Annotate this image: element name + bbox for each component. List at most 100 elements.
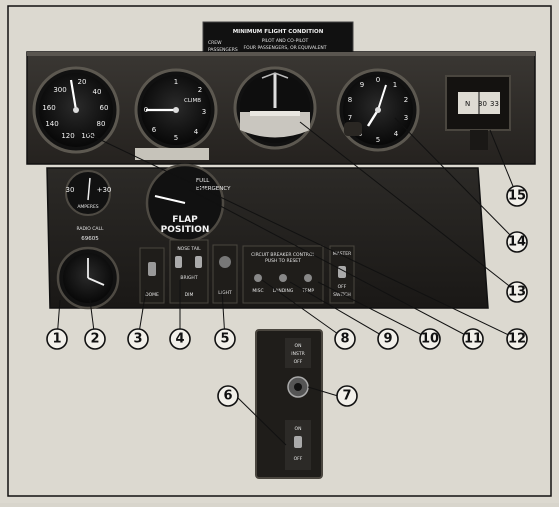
svg-text:4: 4 [394, 130, 399, 138]
altimeter-gauge: 0 1 2 3 4 5 6 7 8 9 [336, 68, 420, 152]
svg-text:CIRCUIT BREAKER CONTROL: CIRCUIT BREAKER CONTROL [251, 252, 315, 258]
svg-text:LIGHT: LIGHT [218, 290, 232, 296]
ammeter-gauge: 30 +30 AMPERES [65, 170, 112, 216]
svg-text:3: 3 [202, 108, 206, 116]
svg-text:POSITION: POSITION [161, 225, 210, 235]
attitude-indicator [233, 66, 317, 150]
sub-panel: ON INSTR OFF ON OFF [255, 329, 323, 479]
svg-text:DOME: DOME [145, 292, 159, 298]
landing-light-breaker[interactable] [279, 274, 287, 282]
callout-leader-lines [56, 117, 518, 446]
placard-line-1: PILOT AND CO-PILOT [262, 38, 309, 44]
callout-5: 5 [214, 328, 236, 350]
svg-text:7: 7 [342, 389, 351, 404]
svg-text:FLAP: FLAP [172, 215, 198, 225]
svg-text:0: 0 [376, 76, 380, 84]
svg-text:ON: ON [295, 343, 302, 349]
svg-text:4: 4 [194, 128, 199, 136]
climb-label: CLIMB [184, 98, 201, 104]
svg-text:12: 12 [508, 332, 526, 347]
svg-text:100: 100 [81, 132, 94, 140]
svg-text:MASTER: MASTER [333, 251, 352, 257]
compass: N 30 33 [445, 75, 511, 150]
svg-text:7: 7 [348, 114, 352, 122]
svg-text:ON: ON [295, 426, 302, 432]
svg-text:1: 1 [393, 81, 397, 89]
callout-3: 3 [127, 328, 149, 350]
svg-text:5: 5 [174, 134, 178, 142]
svg-text:300: 300 [53, 86, 66, 94]
callout-2: 2 [84, 328, 106, 350]
light-switch[interactable]: LIGHT [212, 244, 238, 304]
svg-text:PUSH TO RESET: PUSH TO RESET [265, 258, 301, 264]
svg-text:5: 5 [376, 136, 380, 144]
svg-text:PASSENGERS: PASSENGERS [208, 47, 238, 53]
callout-13: 13 [506, 281, 528, 303]
svg-text:2: 2 [198, 86, 202, 94]
svg-text:14: 14 [508, 235, 526, 250]
misc-breaker[interactable] [254, 274, 262, 282]
svg-text:15: 15 [508, 189, 526, 204]
svg-text:11: 11 [464, 332, 482, 347]
temp-warn-breaker[interactable] [304, 274, 312, 282]
callout-14: 14 [506, 231, 528, 253]
svg-text:FULL: FULL [196, 178, 210, 184]
svg-text:OFF: OFF [294, 456, 303, 462]
svg-text:+30: +30 [97, 186, 112, 194]
svg-text:3: 3 [133, 332, 142, 347]
callout-10: 10 [419, 328, 441, 350]
callout-6: 6 [217, 385, 239, 407]
svg-text:9: 9 [383, 332, 392, 347]
svg-text:OFF: OFF [294, 359, 303, 365]
svg-text:MISC: MISC [252, 288, 263, 294]
callout-4: 4 [169, 328, 191, 350]
svg-text:140: 140 [45, 120, 58, 128]
svg-text:40: 40 [93, 88, 102, 96]
svg-text:DIM: DIM [185, 292, 194, 298]
climb-gauge: CLIMB 0 1 2 3 4 5 6 [134, 68, 218, 152]
svg-text:NOSE TAIL: NOSE TAIL [177, 246, 201, 252]
callout-7: 7 [336, 385, 358, 407]
frame-border [7, 5, 552, 497]
callout-11: 11 [462, 328, 484, 350]
svg-text:33: 33 [490, 100, 499, 108]
svg-text:RADIO CALL: RADIO CALL [76, 226, 104, 232]
svg-text:9: 9 [360, 81, 364, 89]
svg-text:SWITCH: SWITCH [333, 292, 351, 298]
svg-text:8: 8 [348, 96, 352, 104]
svg-text:120: 120 [61, 132, 74, 140]
gyro-switch[interactable]: DOME [139, 247, 165, 304]
svg-text:2: 2 [404, 96, 408, 104]
svg-text:30: 30 [478, 100, 487, 108]
svg-text:OFF: OFF [338, 284, 347, 290]
svg-text:2: 2 [90, 332, 99, 347]
svg-text:69605: 69605 [81, 236, 99, 242]
svg-text:10: 10 [421, 332, 439, 347]
svg-text:LANDING: LANDING [273, 288, 294, 294]
callout-12: 12 [506, 328, 528, 350]
nose-tail-switches[interactable]: NOSE TAIL BRIGHT DIM [169, 239, 209, 304]
svg-text:6: 6 [223, 389, 232, 404]
placard-title: MINIMUM FLIGHT CONDITION [233, 29, 324, 35]
svg-text:3: 3 [404, 114, 408, 122]
svg-text:1: 1 [52, 332, 61, 347]
svg-text:13: 13 [508, 285, 526, 300]
svg-text:8: 8 [340, 332, 349, 347]
svg-text:6: 6 [152, 126, 157, 134]
svg-text:4: 4 [175, 332, 184, 347]
callout-15: 15 [506, 185, 528, 207]
svg-text:TEMP: TEMP [301, 288, 314, 294]
svg-text:BRIGHT: BRIGHT [180, 275, 197, 281]
callout-9: 9 [377, 328, 399, 350]
svg-text:EMERGENCY: EMERGENCY [196, 186, 231, 192]
svg-text:30: 30 [66, 186, 75, 194]
cockpit-light-switch[interactable] [294, 436, 302, 448]
clock: RADIO CALL 69605 [56, 226, 120, 310]
placard-left-label: CREW [208, 40, 222, 46]
svg-text:160: 160 [42, 104, 55, 112]
svg-text:60: 60 [100, 104, 109, 112]
svg-text:5: 5 [220, 332, 229, 347]
svg-text:20: 20 [78, 78, 87, 86]
